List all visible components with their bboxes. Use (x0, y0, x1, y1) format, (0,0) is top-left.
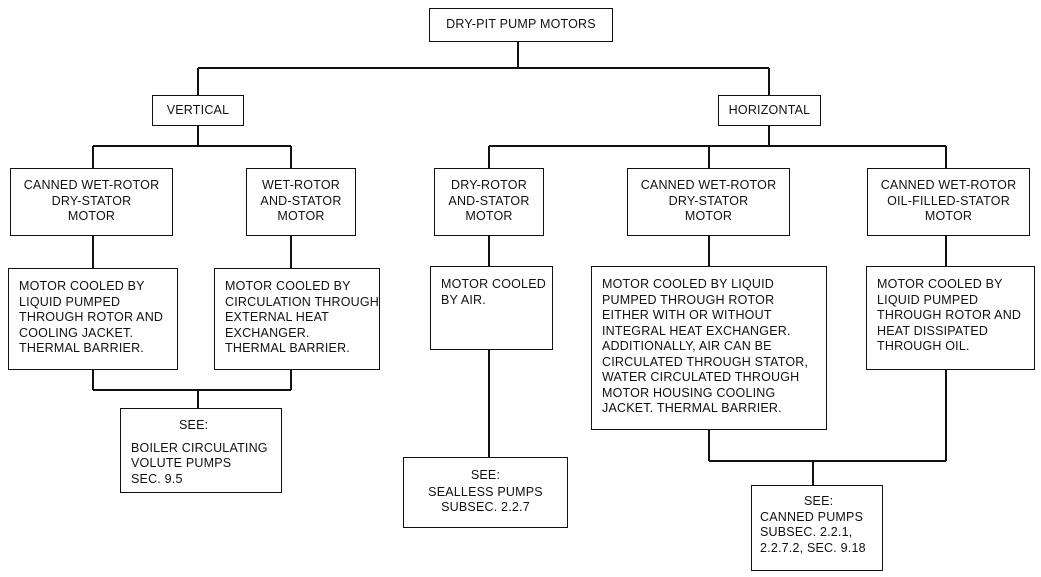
node-text-line: HEAT DISSIPATED (877, 323, 989, 338)
node-text-line: COOLING JACKET. (19, 325, 134, 340)
node-text-line: THROUGH ROTOR AND (19, 310, 164, 324)
vertical-box: VERTICAL (152, 95, 244, 126)
node-text-line: WATER CIRCULATED THROUGH (602, 370, 800, 384)
node-text-line: CANNED WET-ROTOR (640, 178, 777, 192)
node-text-line: SEALLESS PUMPS (428, 484, 543, 499)
node-text-line: CANNED WET-ROTOR (23, 178, 160, 192)
horizontal-box: HORIZONTAL (718, 95, 821, 126)
root-box: DRY-PIT PUMP MOTORS (429, 8, 613, 42)
node-text-line: SEE: (470, 468, 501, 482)
node-text-line: DRY-STATOR (51, 193, 132, 208)
node-text-line: 2.2.7.2, SEC. 9.18 (760, 540, 866, 555)
node-text-line: SEE: (804, 494, 834, 508)
node-text-line: CANNED WET-ROTOR (880, 178, 1017, 192)
node-text-line: ADDITIONALLY, AIR CAN BE (602, 339, 772, 353)
node-text-line: CANNED PUMPS (760, 509, 864, 524)
node-text-line: MOTOR (924, 209, 973, 223)
node-text-line: MOTOR COOLED BY LIQUID (602, 277, 775, 291)
node-text-line: WET-ROTOR (262, 178, 340, 192)
node-text-line: MOTOR (465, 209, 513, 223)
node-text-line: LIQUID PUMPED (19, 294, 121, 309)
node-text-line: AND-STATOR (260, 193, 342, 208)
node-text-line: BOILER CIRCULATING (131, 440, 268, 455)
node-text-line: THERMAL BARRIER. (225, 341, 350, 355)
node-text-line: THROUGH ROTOR AND (877, 308, 1022, 322)
node-text-line: OIL-FILLED-STATOR (887, 193, 1010, 208)
node-text-line: DRY-STATOR (668, 193, 749, 208)
node-text-line: MOTOR HOUSING COOLING (602, 385, 776, 400)
node-text-line: SUBSEC. 2.2.1, (760, 525, 853, 539)
node-text-line: EXCHANGER. (225, 325, 310, 340)
node-text-line: SEE: (179, 418, 209, 432)
node-text-line: THROUGH OIL. (877, 339, 970, 353)
node-text-line: VERTICAL (166, 103, 230, 117)
node-text-line: EXTERNAL HEAT (225, 310, 330, 324)
node-text-line: SEC. 9.5 (131, 471, 183, 486)
node-text-line: CIRCULATION THROUGH (225, 294, 380, 309)
node-text-line: INTEGRAL HEAT EXCHANGER. (602, 323, 791, 338)
node-text-line: MOTOR (684, 209, 733, 223)
node-text-line: THERMAL BARRIER. (19, 341, 144, 355)
node-text-line: DRY-PIT PUMP MOTORS (446, 17, 596, 31)
node-text-line: PUMPED THROUGH ROTOR (602, 292, 775, 307)
node-text-line: LIQUID PUMPED (877, 292, 979, 307)
node-text-line: MOTOR (277, 209, 325, 223)
node-text-line: MOTOR COOLED BY (225, 279, 351, 293)
node-text-line: MOTOR COOLED (441, 277, 546, 291)
node-text-line: VOLUTE PUMPS (131, 456, 232, 470)
node-text-line: AND-STATOR (448, 193, 530, 208)
node-text-line: EITHER WITH OR WITHOUT (602, 308, 772, 322)
node-text-line: MOTOR (67, 209, 116, 223)
node-text-line: BY AIR. (441, 292, 486, 307)
node-text-line: SUBSEC. 2.2.7 (441, 500, 530, 514)
node-text-line: HORIZONTAL (728, 103, 811, 117)
node-text-line: MOTOR COOLED BY (877, 277, 1003, 291)
node-text-line: DRY-ROTOR (451, 178, 527, 192)
node-text-line: JACKET. THERMAL BARRIER. (602, 401, 782, 415)
node-text-line: MOTOR COOLED BY (19, 279, 145, 293)
node-text-line: CIRCULATED THROUGH STATOR, (602, 354, 809, 369)
